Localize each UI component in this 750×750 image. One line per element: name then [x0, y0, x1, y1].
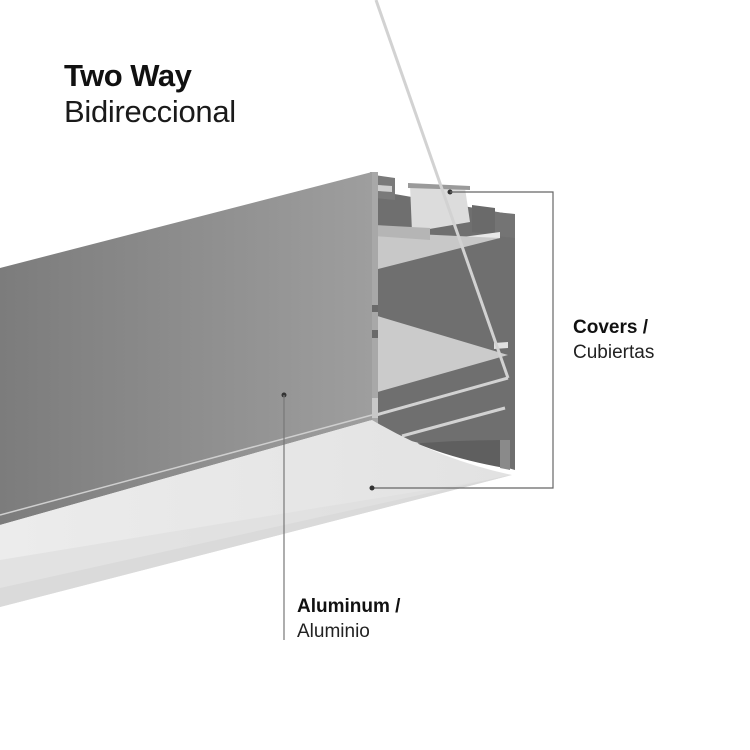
aluminum-leader — [281, 392, 287, 640]
cover-diffuser — [0, 420, 512, 607]
aluminum-label-en: Aluminum / — [297, 596, 401, 617]
aluminum-panel — [0, 172, 372, 525]
aluminum-label-es: Aluminio — [297, 621, 370, 642]
title-block: Two Way Bidireccional — [64, 58, 236, 130]
covers-label-en: Covers / — [573, 317, 648, 338]
title-subtitle: Bidireccional — [64, 94, 236, 129]
covers-callout: Covers / Cubiertas — [573, 315, 654, 365]
title-main: Two Way — [64, 58, 192, 93]
aluminum-callout: Aluminum / Aluminio — [297, 594, 400, 644]
covers-label-es: Cubiertas — [573, 342, 655, 363]
covers-leader — [369, 189, 554, 491]
profile-interior — [370, 0, 515, 470]
